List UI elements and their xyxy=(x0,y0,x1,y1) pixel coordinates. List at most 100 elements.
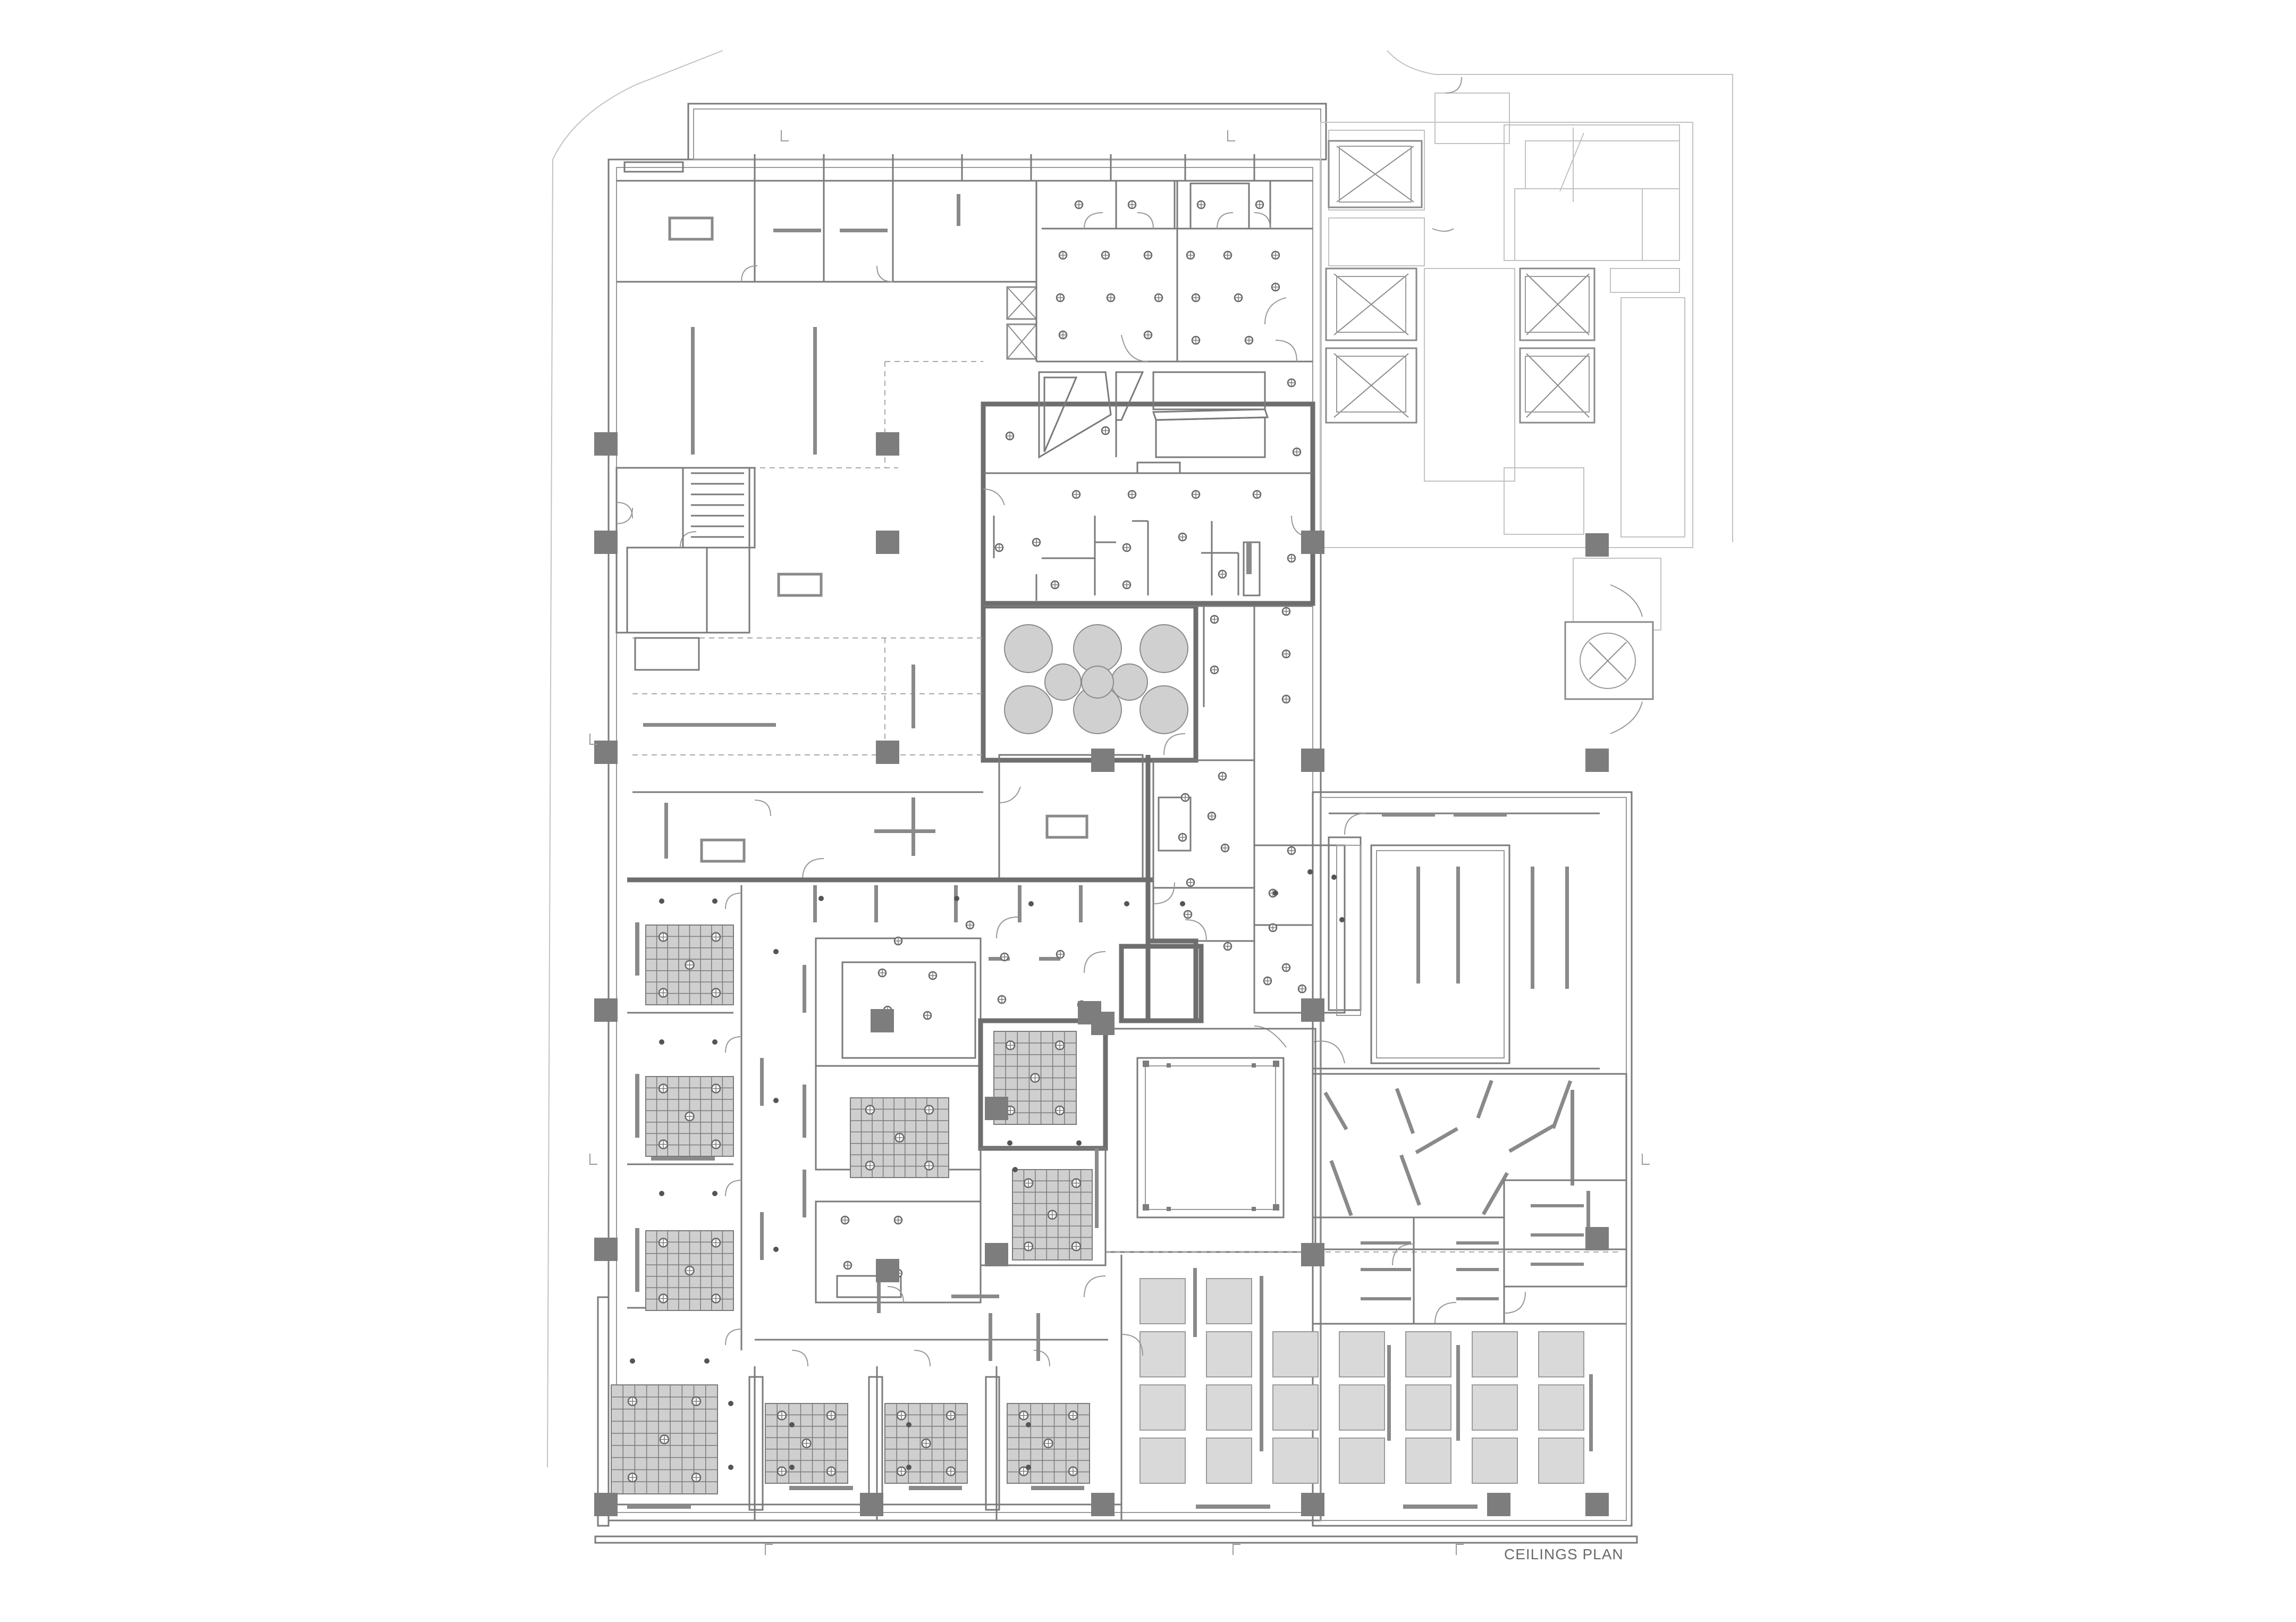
grid-ceiling-panel xyxy=(884,1403,968,1484)
grid-ceiling-panel xyxy=(1012,1169,1093,1260)
downlight-icon xyxy=(1292,447,1302,457)
column xyxy=(594,1493,618,1516)
column xyxy=(876,432,899,456)
column xyxy=(985,1097,1008,1120)
downlight-icon xyxy=(1268,923,1278,932)
ceiling-point xyxy=(773,949,779,954)
structural-columns xyxy=(594,432,1609,1516)
downlight-icon xyxy=(1281,607,1291,616)
ceiling-point xyxy=(704,1358,710,1364)
ceiling-point xyxy=(1007,1140,1012,1146)
site-boundary xyxy=(547,50,1733,1468)
downlight-icon xyxy=(1287,378,1296,388)
downlight-icon xyxy=(1191,335,1201,345)
downlight-icon xyxy=(1050,580,1060,590)
ceiling-point xyxy=(1012,1167,1018,1172)
ceiling-point xyxy=(712,1039,718,1045)
downlight-icon xyxy=(893,936,903,946)
drawing-title: CEILINGS PLAN xyxy=(1504,1546,1624,1562)
downlight-icon xyxy=(1058,330,1068,340)
downlight-icon xyxy=(923,1011,932,1020)
ceiling-point xyxy=(773,1098,779,1103)
downlight-icon xyxy=(1281,649,1291,659)
column xyxy=(1585,749,1609,772)
ceiling-point xyxy=(906,1422,911,1427)
column xyxy=(1301,998,1324,1022)
column xyxy=(1091,749,1115,772)
downlight-icon xyxy=(1032,537,1041,547)
downlight-icon xyxy=(1122,580,1132,590)
downlight-icon xyxy=(1263,976,1272,986)
column xyxy=(871,1009,894,1032)
downlight-icon xyxy=(1101,426,1110,435)
ceiling-point xyxy=(1124,901,1129,906)
ceiling-point xyxy=(712,1191,718,1196)
downlight-icon xyxy=(1122,543,1132,552)
ceiling-point xyxy=(728,1465,733,1470)
downlight-icon xyxy=(1178,833,1187,842)
ceiling-point xyxy=(1076,1140,1082,1146)
upper-service-rooms xyxy=(1036,180,1313,363)
downlight-icon xyxy=(1218,771,1227,781)
column xyxy=(1301,749,1324,772)
downlight-icon xyxy=(1183,910,1193,919)
downlight-icon xyxy=(1287,553,1296,563)
ceiling-dots xyxy=(630,869,1345,1470)
column xyxy=(876,1259,899,1282)
downlight-icon xyxy=(1281,694,1291,704)
grid-ceiling-panel xyxy=(645,1230,734,1311)
column xyxy=(1301,1243,1324,1266)
downlight-icon xyxy=(1071,490,1081,499)
column xyxy=(594,432,618,456)
service-lifts xyxy=(1006,286,1037,360)
column xyxy=(1585,1493,1609,1516)
downlight-icon xyxy=(1271,282,1280,292)
column xyxy=(594,741,618,764)
downlight-icon xyxy=(1186,878,1195,887)
grid-ceiling-panels xyxy=(611,925,1093,1494)
right-mid-block xyxy=(1253,791,1626,1070)
elevator-6 xyxy=(1564,621,1654,700)
ceiling-point xyxy=(630,1358,635,1364)
ceiling-point xyxy=(1028,901,1034,906)
grid-ceiling-panel xyxy=(645,925,734,1005)
downlight-icon xyxy=(1058,250,1068,260)
downlight-icon xyxy=(1186,250,1195,260)
column xyxy=(1078,1001,1101,1024)
downlight-icon xyxy=(1127,200,1137,209)
downlight-icon xyxy=(1196,200,1206,209)
column xyxy=(594,531,618,554)
ceiling-point xyxy=(789,1422,795,1427)
ceiling-point xyxy=(789,1465,795,1470)
grid-ceiling-panel xyxy=(850,1097,949,1178)
downlight-icon xyxy=(1252,490,1262,499)
downlight-icon xyxy=(1005,431,1015,441)
downlight-icon xyxy=(843,1260,852,1270)
restroom-block xyxy=(981,371,1315,606)
downlight-icon xyxy=(1143,250,1153,260)
ceiling-point xyxy=(1339,917,1345,922)
ceiling-point xyxy=(659,1039,664,1045)
downlight-icon xyxy=(1101,250,1110,260)
downlight-icon xyxy=(1056,949,1065,959)
downlight-icon xyxy=(1106,293,1116,302)
grid-ceiling-panel xyxy=(611,1384,718,1494)
downlight-icon xyxy=(1223,942,1233,951)
downlight-icon xyxy=(1210,615,1219,624)
downlight-icon xyxy=(928,971,938,980)
column xyxy=(1301,531,1324,554)
ceiling-point xyxy=(1307,869,1313,875)
ceiling-point xyxy=(1273,890,1278,896)
ceiling-point xyxy=(1026,1465,1031,1470)
grid-ceiling-panel xyxy=(1007,1403,1090,1484)
building-outline xyxy=(594,103,1638,1544)
downlight-icon xyxy=(1180,793,1190,802)
downlight-icon xyxy=(877,968,887,978)
downlight-icon xyxy=(1281,963,1291,972)
downlight-icon xyxy=(1191,293,1201,302)
ceiling-point xyxy=(1180,901,1185,906)
ceiling-point xyxy=(728,1401,733,1406)
column xyxy=(1091,1493,1115,1516)
downlight-icon xyxy=(1143,330,1153,340)
